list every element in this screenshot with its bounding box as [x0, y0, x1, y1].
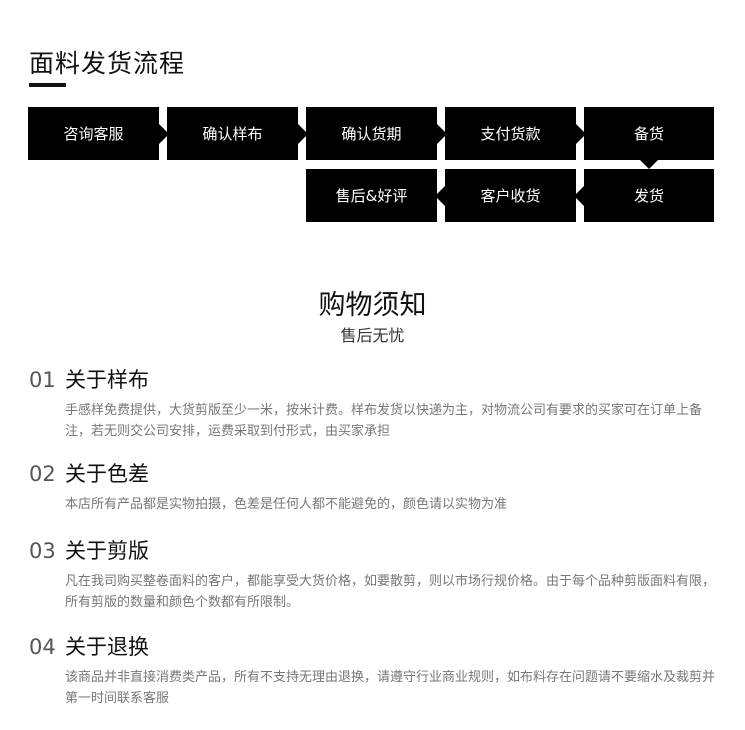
flow-step-label: 备货 [633, 125, 664, 143]
item-body: 凡在我司购买整卷面料的客户，都能享受大货价格，如要散剪，则以市场行规价格。由于每… [65, 574, 716, 610]
flow-step-ship: 发货 [574, 169, 714, 222]
item-title: 关于样布 [65, 368, 149, 392]
title-underline [29, 83, 66, 87]
item-body: 该商品并非直接消费类产品，所有不支持无理由退换，请遵守行业商业规则，如布料存在问… [65, 670, 716, 706]
flow-step-consult: 咨询客服 [28, 107, 169, 160]
item-body: 手感样免费提供，大货剪版至少一米，按米计费。样布发货以快递为主，对物流公司有要求… [65, 403, 703, 439]
notice-item-return: 04 关于退换 该商品并非直接消费类产品，所有不支持无理由退换，请遵守行业商业规… [29, 631, 724, 709]
flow-step-stock: 备货 [584, 107, 714, 169]
notice-item-cut: 03 关于剪版 凡在我司购买整卷面料的客户，都能享受大货价格，如要散剪，则以市场… [29, 535, 724, 613]
notice-subtitle: 售后无忧 [340, 326, 405, 345]
item-number: 03 [29, 539, 56, 563]
flow-step-payment: 支付货款 [445, 107, 586, 160]
flow-step-label: 发货 [633, 187, 664, 205]
notice-item-sample: 01 关于样布 手感样免费提供，大货剪版至少一米，按米计费。样布发货以快递为主，… [29, 364, 724, 442]
item-body: 本店所有产品都是实物拍摄，色差是任何人都不能避免的，颜色请以实物为准 [65, 497, 508, 512]
flow-step-label: 客户收货 [480, 187, 541, 205]
flow-step-label: 售后&好评 [335, 187, 408, 205]
flow-step-after-sale: 售后&好评 [306, 169, 437, 222]
flow-step-confirm-delivery: 确认货期 [306, 107, 447, 160]
flow-step-label: 确认样布 [202, 125, 263, 143]
notice-title: 购物须知 [318, 290, 427, 321]
notice-item-color: 02 关于色差 本店所有产品都是实物拍摄，色差是任何人都不能避免的，颜色请以实物… [29, 458, 724, 515]
flow-step-label: 确认货期 [341, 125, 402, 143]
item-number: 01 [29, 368, 56, 392]
flow-step-receive: 客户收货 [435, 169, 576, 222]
flow-step-label: 支付货款 [480, 125, 541, 143]
item-title: 关于色差 [65, 462, 149, 486]
section-title: 面料发货流程 [29, 49, 186, 78]
item-number: 02 [29, 462, 56, 486]
item-title: 关于退换 [65, 635, 149, 659]
item-number: 04 [29, 635, 56, 659]
item-title: 关于剪版 [65, 539, 149, 563]
flow-step-label: 咨询客服 [63, 125, 124, 143]
flow-step-confirm-sample: 确认样布 [167, 107, 308, 160]
